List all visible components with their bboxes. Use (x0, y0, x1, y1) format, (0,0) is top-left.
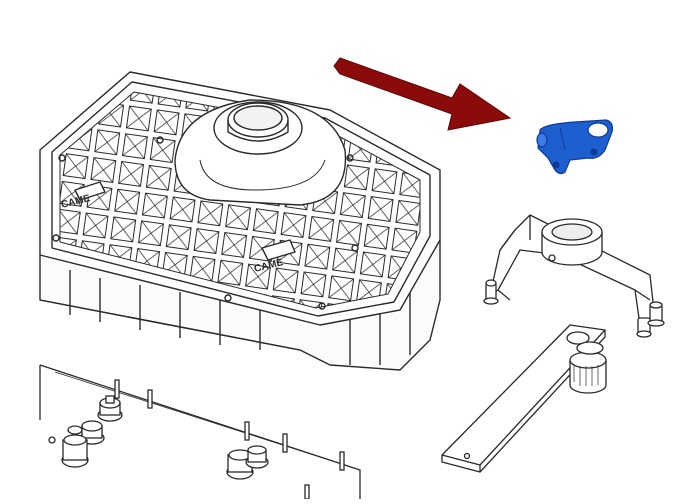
arrow-pointer (333, 57, 512, 131)
nut-stack-4 (226, 449, 254, 480)
lever-hub (569, 341, 607, 394)
lever-arm (441, 324, 607, 473)
nut-stack-5 (245, 445, 269, 469)
logo-plate-1 (74, 181, 106, 201)
bracket-part-highlighted[interactable] (536, 119, 613, 175)
bracket-bolts (483, 279, 665, 338)
support-bracket (483, 214, 665, 338)
gearmotor-housing (39, 71, 441, 371)
nut-stack-3 (61, 425, 89, 468)
nut-stack-1 (97, 395, 123, 422)
logo-plate-2 (261, 239, 296, 261)
nut-stack-2 (79, 420, 105, 445)
anchor-studs (114, 379, 345, 500)
anchor-plate (39, 364, 361, 500)
